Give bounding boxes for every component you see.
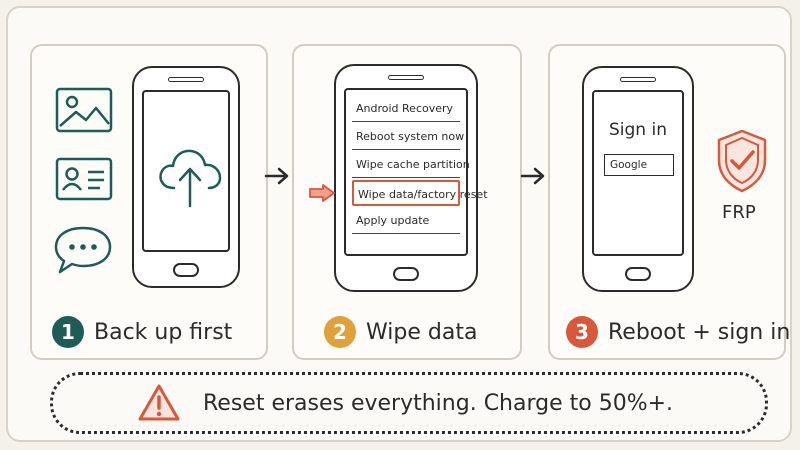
panel-signin: Sign in Google FRP 3 Reboot + sign in	[548, 44, 790, 360]
cloud-upload-icon	[159, 149, 222, 208]
phone-home-button	[173, 263, 199, 277]
step-3: 3 Reboot + sign in	[566, 312, 790, 352]
google-account-field[interactable]: Google	[604, 154, 674, 176]
shield-check-icon	[717, 129, 767, 193]
step-label: Wipe data	[366, 319, 478, 345]
diagram-frame: 1 Back up first Android Recovery Reboot …	[6, 6, 792, 442]
phone-recovery: Android Recovery Reboot system now Wipe …	[334, 64, 488, 292]
step-1: 1 Back up first	[52, 312, 232, 352]
phone-home-button	[625, 267, 651, 281]
phone-screen	[142, 90, 230, 252]
chat-bubble-icon	[54, 226, 112, 274]
frp-label: FRP	[722, 202, 756, 223]
photo-icon	[55, 87, 113, 133]
pointer-arrow-icon	[309, 184, 335, 202]
phone-home-button	[393, 267, 419, 281]
step-label: Back up first	[94, 319, 233, 345]
contact-card-icon	[55, 157, 113, 201]
signin-screen: Sign in Google	[592, 90, 684, 256]
phone-speaker	[620, 77, 656, 82]
arrow-right-icon	[520, 167, 545, 185]
panel-wipe: Android Recovery Reboot system now Wipe …	[292, 44, 522, 360]
recovery-menu-item-selected[interactable]: Wipe data/factory reset	[352, 180, 488, 206]
phone-speaker	[388, 75, 424, 80]
recovery-menu-item[interactable]: Reboot system now	[352, 124, 464, 150]
phone-backup	[132, 66, 240, 288]
phone-signin: Sign in Google	[582, 66, 694, 292]
step-2: 2 Wipe data	[324, 312, 477, 352]
signin-title: Sign in	[609, 120, 667, 140]
warning-banner: Reset erases everything. Charge to 50%+.	[50, 372, 768, 434]
warning-text: Reset erases everything. Charge to 50%+.	[203, 391, 674, 416]
phone-speaker	[168, 77, 204, 82]
recovery-menu-item[interactable]: Android Recovery	[352, 96, 460, 122]
arrow-right-icon	[264, 167, 289, 185]
recovery-menu-item[interactable]: Wipe cache partition	[352, 152, 470, 178]
step-label: Reboot + sign in	[608, 319, 791, 345]
step-number-badge: 1	[52, 316, 84, 348]
step-number-badge: 2	[324, 316, 356, 348]
panel-backup: 1 Back up first	[30, 44, 268, 360]
recovery-screen: Android Recovery Reboot system now Wipe …	[344, 88, 488, 256]
step-number-badge: 3	[566, 316, 598, 348]
recovery-menu-item[interactable]: Apply update	[352, 208, 460, 234]
warning-triangle-icon	[138, 384, 180, 421]
